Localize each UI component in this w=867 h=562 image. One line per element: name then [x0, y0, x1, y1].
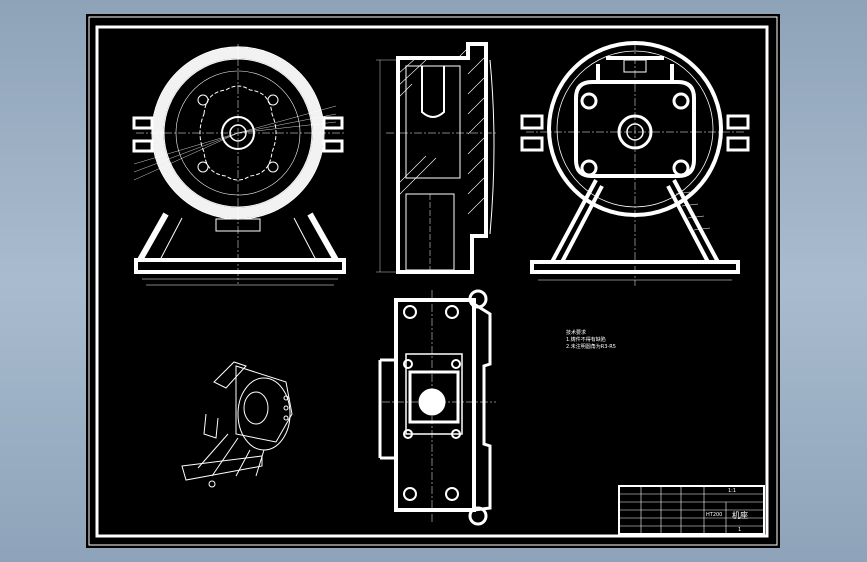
drawing-sheet: 技术要求 1.铸件不得有缺陷 2.未注明圆角为R3-R5	[86, 14, 780, 548]
notes-line-2: 2.未注明圆角为R3-R5	[566, 343, 616, 350]
isometric-view	[181, 361, 293, 488]
side-section-view	[376, 42, 496, 274]
front-view	[132, 44, 346, 286]
part-name: 机座	[732, 510, 748, 520]
inner-frame	[95, 25, 769, 538]
top-view	[378, 289, 496, 526]
rear-view	[520, 41, 750, 286]
scale-label: 1:1	[728, 488, 736, 494]
sheet-number: 1	[738, 527, 741, 533]
notes-line-1: 1.铸件不得有缺陷	[566, 336, 606, 343]
engineering-drawing: 技术要求 1.铸件不得有缺陷 2.未注明圆角为R3-R5	[88, 16, 778, 546]
material-label: HT200	[706, 512, 722, 518]
title-block: 机座 HT200 1:1 1	[618, 485, 765, 535]
notes-heading: 技术要求	[566, 329, 586, 336]
outer-frame	[88, 16, 778, 546]
technical-notes: 技术要求 1.铸件不得有缺陷 2.未注明圆角为R3-R5	[566, 329, 616, 350]
